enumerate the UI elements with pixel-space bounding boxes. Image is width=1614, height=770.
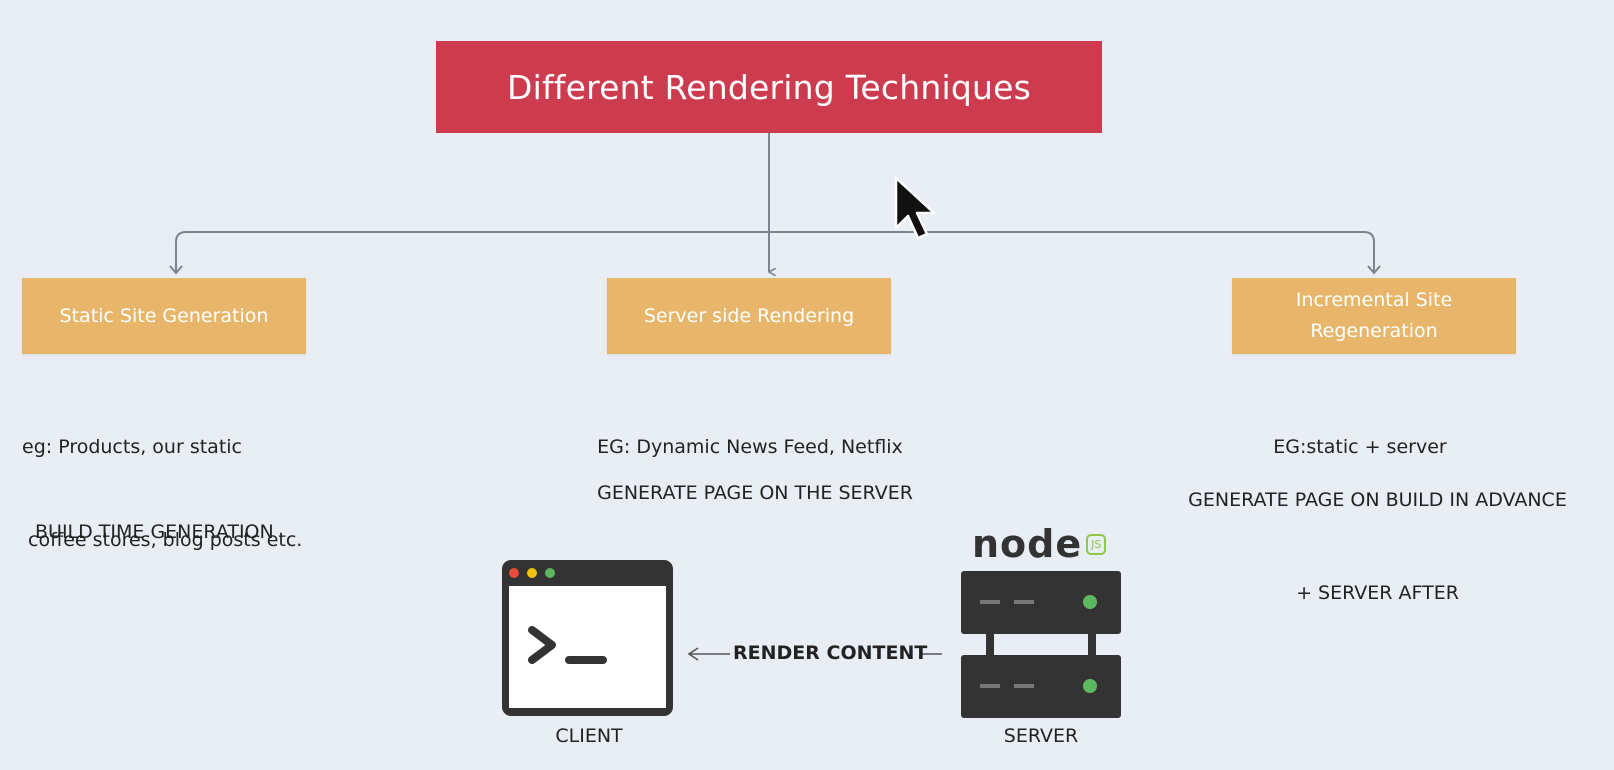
render-arrow-head xyxy=(687,647,699,661)
isr-note: GENERATE PAGE ON BUILD IN ADVANCE + SERV… xyxy=(1170,423,1585,640)
ssg-example: eg: Products, our static coffee stores, … xyxy=(22,370,302,587)
title-text: Different Rendering Techniques xyxy=(507,67,1031,107)
category-label: Static Site Generation xyxy=(59,304,269,327)
client-label: CLIENT xyxy=(555,725,623,747)
category-box-ssr: Server side Rendering xyxy=(607,278,891,354)
mouse-cursor-icon xyxy=(894,176,936,240)
isr-example: EG:static + server xyxy=(1200,370,1520,494)
ssr-note: GENERATE PAGE ON THE SERVER xyxy=(550,416,960,540)
branch-line xyxy=(175,231,1375,272)
desc-line: EG: Dynamic News Feed, Netflix xyxy=(597,436,903,458)
title-box: Different Rendering Techniques xyxy=(436,41,1102,133)
nodejs-logo-badge: JS xyxy=(1086,533,1107,555)
category-box-ssg: Static Site Generation xyxy=(22,278,306,354)
note-line: BUILD TIME GENERATION xyxy=(35,521,274,543)
note-line: GENERATE PAGE ON BUILD IN ADVANCE xyxy=(1188,489,1567,511)
render-content-label: RENDER CONTENT xyxy=(733,642,928,664)
desc-line: EG:static + server xyxy=(1273,436,1447,458)
server-label: SERVER xyxy=(1003,725,1079,747)
category-label-line: Regeneration xyxy=(1310,320,1438,342)
terminal-window-icon xyxy=(502,560,673,716)
desc-line: coffee stores, blog posts etc. xyxy=(22,529,303,551)
category-label-line: Incremental Site xyxy=(1295,289,1453,311)
note-line: GENERATE PAGE ON THE SERVER xyxy=(597,482,913,504)
desc-line: eg: Products, our static xyxy=(22,436,242,458)
nodejs-logo-text: node xyxy=(972,522,1083,566)
category-box-isr: Incremental Site Regeneration xyxy=(1232,278,1516,354)
ssg-note: BUILD TIME GENERATION xyxy=(35,455,274,579)
note-line: + SERVER AFTER xyxy=(1296,582,1459,604)
category-label: Server side Rendering xyxy=(643,304,855,327)
nodejs-logo: node JS xyxy=(972,522,1107,566)
ssr-example: EG: Dynamic News Feed, Netflix xyxy=(550,370,950,494)
server-icon xyxy=(961,571,1121,718)
